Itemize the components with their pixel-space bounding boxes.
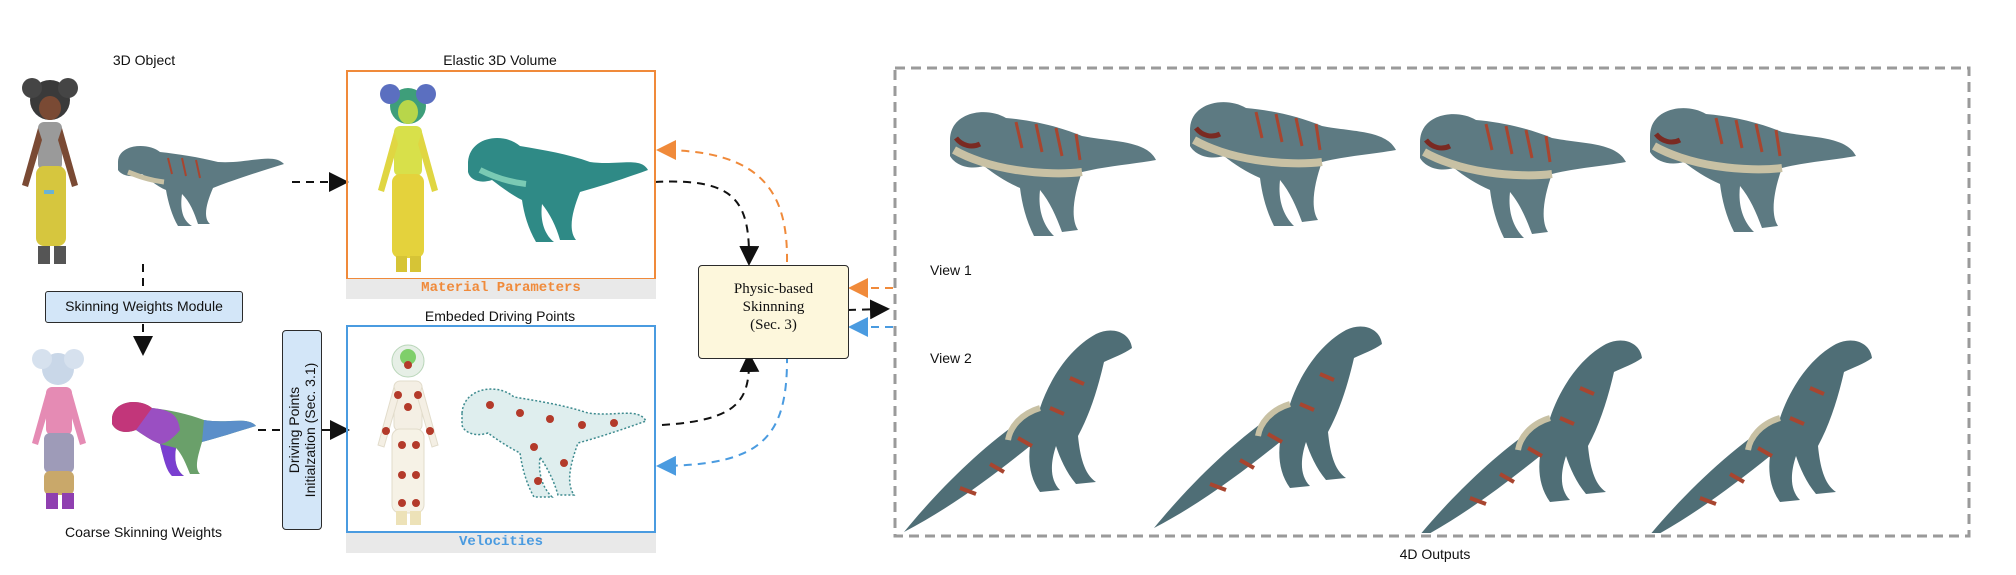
physic-line1: Physic-based xyxy=(733,281,814,297)
view2-frame-4 xyxy=(1644,340,1872,533)
embedded-points-label: Embeded Driving Points xyxy=(424,308,576,324)
view2-label: View 2 xyxy=(930,350,972,366)
physic-line3: (Sec. 3) xyxy=(750,317,797,333)
view2-frames xyxy=(900,318,1970,533)
material-parameters-label: Material Parameters xyxy=(346,279,656,299)
particle-girl-icon xyxy=(378,84,438,272)
arrow-volume-to-physic xyxy=(654,180,760,266)
outputs-frame xyxy=(893,66,1971,538)
painted-trex-icon xyxy=(112,402,256,476)
view1-frame-2 xyxy=(1190,102,1396,226)
view2-frame-1 xyxy=(904,330,1132,532)
arrow-embedded-to-physic xyxy=(661,352,760,426)
painted-girl-icon xyxy=(32,349,86,509)
coarse-skinning-label: Coarse Skinning Weights xyxy=(65,524,222,540)
arrow-physic-to-embedded xyxy=(656,354,789,476)
object-3d-label: 3D Object xyxy=(112,52,176,68)
view1-frame-4 xyxy=(1650,108,1856,232)
view2-frame-3 xyxy=(1414,340,1642,533)
driving-points-line2: Initialzation (Sec. 3.1) xyxy=(302,362,318,498)
girl-character-icon xyxy=(22,78,78,264)
velocities-label: Velocities xyxy=(346,533,656,553)
view1-label: View 1 xyxy=(930,262,972,278)
trex-icon xyxy=(118,146,284,226)
outputs-label: 4D Outputs xyxy=(1399,546,1471,562)
physic-line2: Skinnning xyxy=(742,299,805,315)
driving-points-line1: Driving Points xyxy=(286,386,302,474)
particle-trex-icon xyxy=(468,138,648,242)
skinning-weights-module: Skinning Weights Module xyxy=(45,291,243,323)
view1-frames xyxy=(946,90,1976,260)
driving-points-init-box: Driving Points Initialzation (Sec. 3.1) xyxy=(282,330,322,530)
arrow-physic-to-outputs xyxy=(847,299,890,320)
view2-frame-2 xyxy=(1154,326,1382,528)
embedded-points-box xyxy=(346,325,656,533)
driving-points-girl-icon xyxy=(377,344,439,525)
arrow-physic-to-volume xyxy=(656,140,789,263)
physic-skinning-box: Physic-based Skinnning (Sec. 3) xyxy=(698,265,849,359)
view1-frame-3 xyxy=(1420,114,1626,238)
elastic-volume-label: Elastic 3D Volume xyxy=(443,52,557,68)
view1-frame-1 xyxy=(950,112,1156,236)
elastic-volume-box xyxy=(346,70,656,280)
driving-points-trex-icon xyxy=(461,388,648,498)
